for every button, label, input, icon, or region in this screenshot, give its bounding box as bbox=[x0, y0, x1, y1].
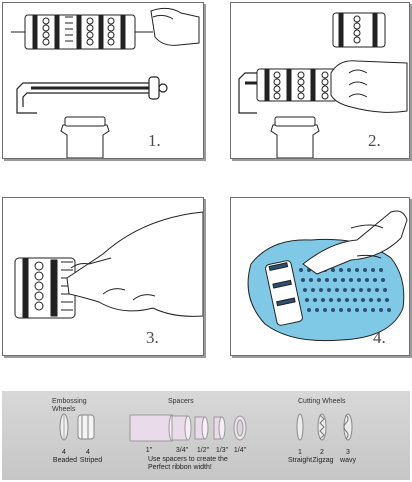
spacer-1-4-icon bbox=[233, 415, 247, 441]
tools-strip: Embossing Wheels 4 4 Beaded Striped Spac… bbox=[2, 391, 410, 480]
striped-wheel-icon bbox=[77, 414, 95, 440]
step-2-number: 2. bbox=[368, 131, 381, 150]
wheel-stack bbox=[11, 14, 153, 50]
straight-count: 1 bbox=[298, 449, 302, 456]
step-4-panel: 4. bbox=[230, 197, 410, 356]
handle-grip bbox=[60, 116, 110, 158]
step-1-illustration bbox=[11, 7, 200, 158]
single-wheel bbox=[332, 12, 386, 48]
spacer-3-4-icon bbox=[171, 415, 192, 441]
beaded-count: 4 bbox=[62, 449, 66, 456]
step-4-number: 4. bbox=[373, 328, 386, 347]
embossed-dots bbox=[299, 268, 391, 312]
step-2-panel: 2. bbox=[230, 2, 410, 159]
step-3-illustration bbox=[14, 211, 203, 319]
spacer-1-3-icon bbox=[213, 416, 226, 440]
step-2-illustration bbox=[238, 12, 408, 158]
hand-outline-3 bbox=[66, 211, 203, 317]
spacer-size-3-4: 3/4" bbox=[175, 447, 189, 454]
tools-illustration bbox=[59, 413, 353, 442]
step-1-panel: 1. bbox=[2, 2, 204, 159]
wavy-cutter-icon bbox=[343, 413, 353, 441]
spacer-size-1-2: 1/2" bbox=[196, 447, 210, 454]
beaded-wheel-icon bbox=[59, 413, 69, 441]
zigzag-label: Zigzag bbox=[312, 457, 334, 464]
spacer-size-1-3: 1/3" bbox=[215, 447, 229, 454]
hand-outline-2 bbox=[330, 60, 408, 113]
handle-grip-2 bbox=[270, 116, 320, 158]
roller-in-use bbox=[265, 260, 303, 326]
beaded-label: Beaded bbox=[52, 457, 78, 464]
spacer-1-2-icon bbox=[194, 416, 209, 440]
spacers-note: Use spacers to create the Perfect ribbon… bbox=[148, 456, 228, 471]
wheel-stack-2 bbox=[256, 68, 338, 102]
spacer-1-icon bbox=[129, 414, 176, 442]
straight-label: Straight bbox=[287, 457, 313, 464]
wavy-label: wavy bbox=[340, 457, 356, 464]
step-3-panel: 3. bbox=[2, 197, 204, 356]
spacer-size-1-4: 1/4" bbox=[233, 447, 247, 454]
roller-handle bbox=[16, 76, 168, 114]
step-3-number: 3. bbox=[146, 328, 159, 347]
step-1-number: 1. bbox=[148, 131, 161, 150]
striped-count: 4 bbox=[86, 449, 90, 456]
wavy-count: 3 bbox=[346, 449, 350, 456]
spacers-heading: Spacers bbox=[168, 398, 194, 405]
embossing-heading: Embossing Wheels bbox=[52, 398, 87, 413]
zigzag-count: 2 bbox=[320, 449, 324, 456]
striped-label: Striped bbox=[79, 457, 103, 464]
spacer-size-1: 1" bbox=[145, 447, 153, 454]
zigzag-cutter-icon bbox=[317, 413, 327, 441]
step-4-illustration bbox=[247, 210, 408, 342]
straight-cutter-icon bbox=[296, 413, 304, 441]
cutting-heading: Cutting Wheels bbox=[298, 398, 346, 405]
wheel-end bbox=[14, 257, 76, 319]
hand-outline bbox=[150, 7, 200, 46]
